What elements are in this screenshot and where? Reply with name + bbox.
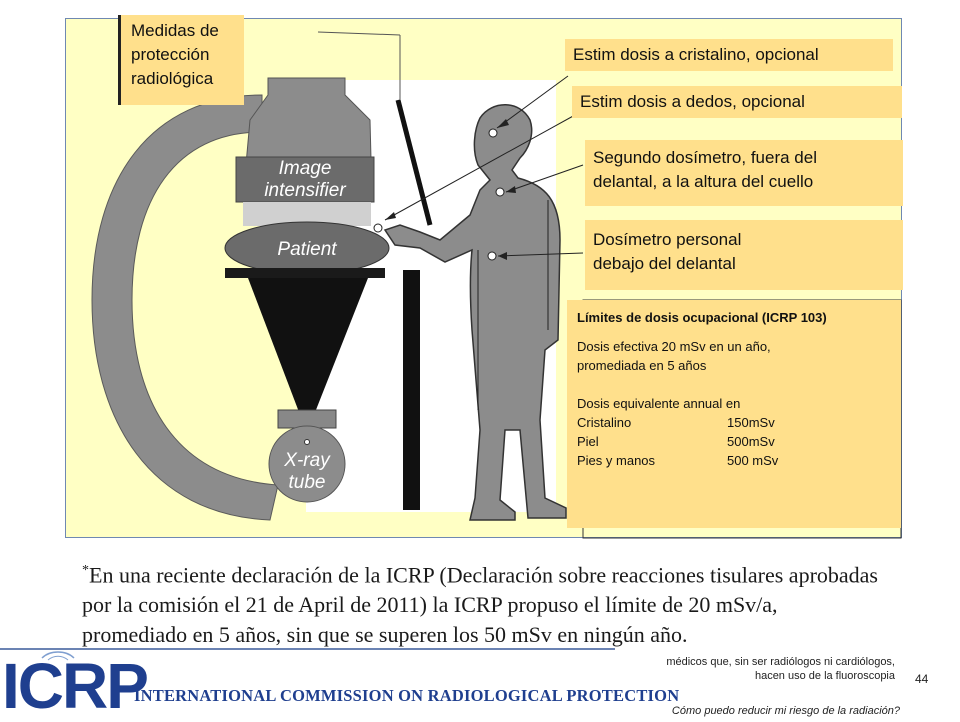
label-lens-dose: Estim dosis a cristalino, opcional — [565, 39, 893, 71]
footer-subtitle: médicos que, sin ser radiólogos ni cardi… — [625, 655, 895, 683]
label-collar-dosimeter: Segundo dosímetro, fuera del delantal, a… — [585, 140, 903, 206]
personal-line-2: debajo del delantal — [593, 254, 736, 273]
collar-line-2: delantal, a la altura del cuello — [593, 172, 814, 191]
label-personal-dosimeter: Dosímetro personal debajo del delantal — [585, 220, 903, 290]
limit-value: 500 mSv — [727, 453, 779, 468]
patient-label: Patient — [277, 239, 337, 260]
equivalent-intro: Dosis equivalente annual en — [577, 396, 741, 411]
title-line-2: protección — [131, 45, 210, 64]
image-intensifier-face — [235, 156, 375, 203]
pointer-collar — [505, 164, 584, 193]
title-box: Medidas de protección radiológica — [118, 15, 244, 105]
xray-tube-collimator — [277, 409, 337, 429]
limit-row: Cristalino 150mSv — [577, 413, 891, 432]
xray-beam-cone — [248, 278, 368, 420]
title-line-3: radiológica — [131, 69, 214, 88]
operator-figure — [383, 104, 567, 521]
limit-organ: Cristalino — [577, 415, 632, 430]
footnote-text: En una reciente declaración de la ICRP (… — [82, 562, 878, 648]
ceiling-arm — [317, 31, 401, 36]
image-intensifier-label: Image intensifier — [236, 158, 374, 202]
image-intensifier-line2: intensifier — [264, 180, 346, 201]
footer-subtitle-line1: médicos que, sin ser radiólogos ni cardi… — [666, 656, 895, 668]
page-number: 44 — [915, 672, 929, 686]
pointer-lens — [496, 75, 569, 129]
limit-organ: Piel — [577, 434, 599, 449]
footnote-marker: * — [82, 563, 89, 578]
image-intensifier-line1: Image — [278, 158, 332, 179]
personal-line-1: Dosímetro personal — [593, 230, 742, 249]
chest-dosimeter — [487, 251, 497, 261]
xray-tube-line2: tube — [288, 472, 326, 493]
icrp-footer-logo: ICRP INTERNATIONAL COMMISSION ON RADIOLO… — [0, 648, 679, 722]
lead-screen — [395, 99, 433, 226]
pointer-personal — [497, 252, 584, 257]
limit-value: 500mSv — [727, 434, 775, 449]
footer-question: Cómo puedo reducir mi riesgo de la radia… — [671, 705, 900, 717]
footnote: *En una reciente declaración de la ICRP … — [82, 556, 882, 650]
patient-table — [225, 268, 385, 278]
collar-line-1: Segundo dosímetro, fuera del — [593, 148, 817, 167]
finger-dosimeter — [373, 223, 383, 233]
label-finger-dose: Estim dosis a dedos, opcional — [572, 86, 902, 118]
footer-subtitle-line2: hacen uso de la fluoroscopia — [754, 670, 895, 682]
effective-line-1: Dosis efectiva 20 mSv en un año, — [577, 339, 771, 354]
dose-limits-box: Límites de dosis ocupacional (ICRP 103) … — [567, 300, 901, 528]
limits-heading: Límites de dosis ocupacional (ICRP 103) — [577, 310, 827, 325]
title-line-1: Medidas de — [131, 21, 219, 40]
icrp-org-name: INTERNATIONAL COMMISSION ON RADIOLOGICAL… — [134, 686, 680, 705]
limit-row: Pies y manos 500 mSv — [577, 451, 891, 470]
limit-value: 150mSv — [727, 415, 775, 430]
effective-line-2: promediada en 5 años — [577, 358, 707, 373]
limit-row: Piel 500mSv — [577, 432, 891, 451]
limit-organ: Pies y manos — [577, 453, 656, 468]
c-arm — [91, 94, 279, 521]
icrp-logo-text: ICRP — [2, 650, 149, 722]
lens-dosimeter — [488, 128, 498, 138]
xray-tube-label: X-ray tube — [269, 450, 345, 494]
table-shield — [403, 270, 420, 510]
xray-tube — [268, 425, 346, 503]
pointer-fingers — [384, 114, 576, 221]
icrp-logo-mark — [0, 648, 615, 661]
xray-tube-line1: X-ray — [284, 450, 330, 471]
collar-dosimeter — [495, 187, 505, 197]
